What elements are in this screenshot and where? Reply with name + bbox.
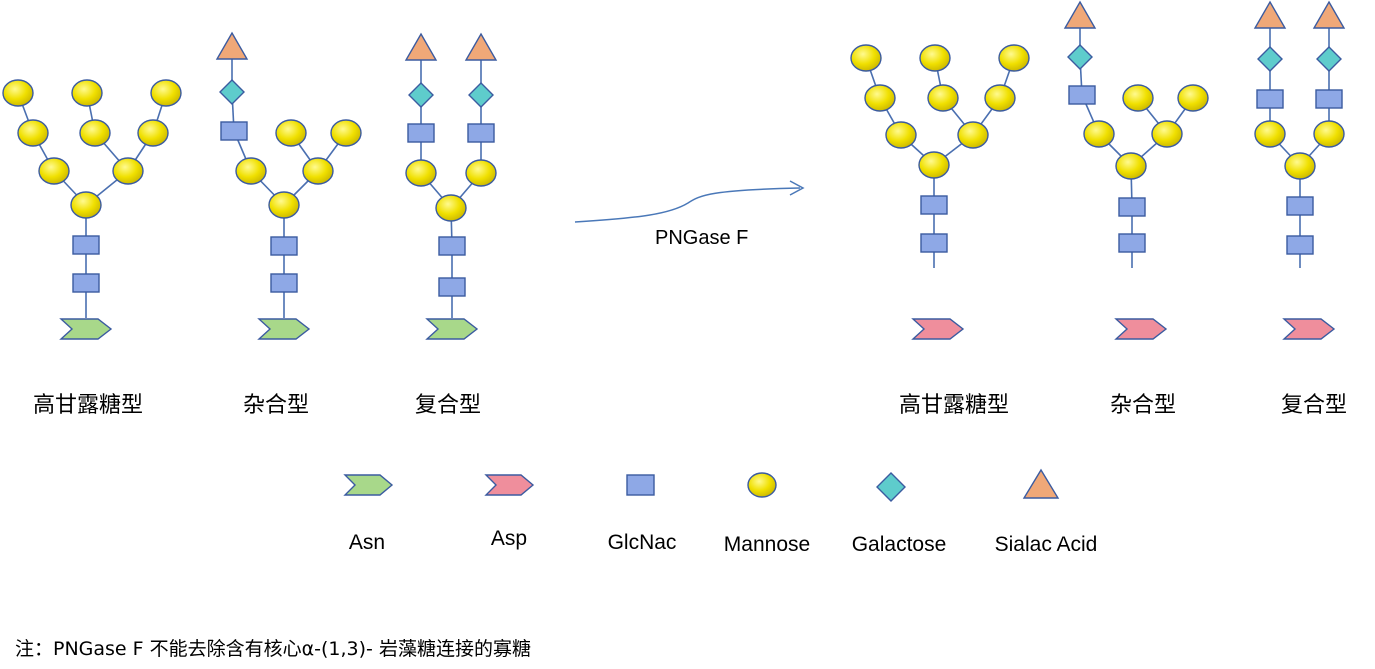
sialic-acid-icon xyxy=(1063,0,1097,29)
glcnac-icon xyxy=(270,273,298,293)
label-hybrid-before: 杂合型 xyxy=(243,393,309,418)
galactose-icon xyxy=(1067,44,1093,70)
mannose-icon xyxy=(137,119,169,147)
glcnac-icon xyxy=(1118,197,1146,217)
mannose-icon xyxy=(998,44,1030,72)
mannose-icon xyxy=(919,44,951,72)
label-high-mannose-after: 高甘露糖型 xyxy=(899,393,1009,418)
legend-glcnac-icon xyxy=(626,474,655,496)
sialic-acid-icon xyxy=(1312,0,1346,29)
sialic-acid-icon xyxy=(464,32,498,61)
label-hybrid-after: 杂合型 xyxy=(1110,393,1176,418)
mannose-icon xyxy=(79,119,111,147)
legend-asp-icon xyxy=(484,474,535,496)
sialic-acid-icon xyxy=(215,31,249,60)
asp-icon xyxy=(911,318,965,340)
asn-icon xyxy=(257,318,311,340)
galactose-icon xyxy=(468,82,494,108)
mannose-icon xyxy=(1151,120,1183,148)
mannose-icon xyxy=(435,194,467,222)
legend-mannose-label: Mannose xyxy=(724,533,810,556)
galactose-icon xyxy=(1316,46,1342,72)
mannose-icon xyxy=(918,151,950,179)
glcnac-icon xyxy=(72,273,100,293)
legend-galactose-icon xyxy=(876,472,906,502)
mannose-icon xyxy=(1115,152,1147,180)
glcnac-icon xyxy=(270,236,298,256)
legend: Asn Asp GlcNac Mannose Galactose Sialac … xyxy=(343,468,1098,556)
glcnac-icon xyxy=(467,123,495,143)
mannose-icon xyxy=(1177,84,1209,112)
legend-asn-label: Asn xyxy=(349,531,385,554)
glcnac-icon xyxy=(220,121,248,141)
mannose-icon xyxy=(405,159,437,187)
legend-galactose-label: Galactose xyxy=(852,533,947,556)
mannose-icon xyxy=(1254,120,1286,148)
mannose-icon xyxy=(330,119,362,147)
glcnac-icon xyxy=(1286,235,1314,255)
legend-mannose-icon xyxy=(747,472,777,498)
glcnac-icon xyxy=(920,233,948,253)
galactose-icon xyxy=(1257,46,1283,72)
glcnac-icon xyxy=(407,123,435,143)
mannose-icon xyxy=(957,121,989,149)
mannose-icon xyxy=(275,119,307,147)
footnote: 注：PNGase F 不能去除含有核心α-(1,3)- 岩藻糖连接的寡糖 xyxy=(15,638,531,660)
glcnac-icon xyxy=(438,277,466,297)
galactose-icon xyxy=(219,79,245,105)
label-high-mannose-before: 高甘露糖型 xyxy=(33,393,143,418)
mannose-icon xyxy=(302,157,334,185)
glcnac-icon xyxy=(1315,89,1343,109)
mannose-icon xyxy=(71,79,103,107)
glcnac-icon xyxy=(72,235,100,255)
mannose-icon xyxy=(927,84,959,112)
mannose-icon xyxy=(1083,120,1115,148)
label-complex-after: 复合型 xyxy=(1281,393,1347,418)
glcnac-icon xyxy=(1256,89,1284,109)
legend-sialic-acid-icon xyxy=(1022,468,1060,499)
glcnac-icon xyxy=(1286,196,1314,216)
legend-asp-label: Asp xyxy=(491,527,527,550)
asp-icon xyxy=(1282,318,1336,340)
mannose-icon xyxy=(235,157,267,185)
mannose-icon xyxy=(70,191,102,219)
glcnac-icon xyxy=(920,195,948,215)
mannose-icon xyxy=(850,44,882,72)
legend-sialic-acid-label: Sialac Acid xyxy=(995,533,1098,556)
asn-icon xyxy=(59,318,113,340)
arrow-label: PNGase F xyxy=(655,227,748,249)
mannose-icon xyxy=(38,157,70,185)
glcnac-icon xyxy=(1068,85,1096,105)
sialic-acid-icon xyxy=(1253,0,1287,29)
glcnac-icon xyxy=(438,236,466,256)
mannose-icon xyxy=(1284,152,1316,180)
sialic-acid-icon xyxy=(404,32,438,61)
mannose-icon xyxy=(2,79,34,107)
mannose-icon xyxy=(268,191,300,219)
glycan-residues xyxy=(2,0,1346,340)
mannose-icon xyxy=(150,79,182,107)
mannose-icon xyxy=(465,159,497,187)
mannose-icon xyxy=(1122,84,1154,112)
label-complex-before: 复合型 xyxy=(415,393,481,418)
mannose-icon xyxy=(1313,120,1345,148)
mannose-icon xyxy=(17,119,49,147)
legend-asn-icon xyxy=(343,474,394,496)
mannose-icon xyxy=(885,121,917,149)
mannose-icon xyxy=(984,84,1016,112)
asp-icon xyxy=(1114,318,1168,340)
legend-glcnac-label: GlcNac xyxy=(608,531,677,554)
mannose-icon xyxy=(112,157,144,185)
galactose-icon xyxy=(408,82,434,108)
reaction-arrow xyxy=(574,180,805,223)
glcnac-icon xyxy=(1118,233,1146,253)
mannose-icon xyxy=(864,84,896,112)
asn-icon xyxy=(425,318,479,340)
